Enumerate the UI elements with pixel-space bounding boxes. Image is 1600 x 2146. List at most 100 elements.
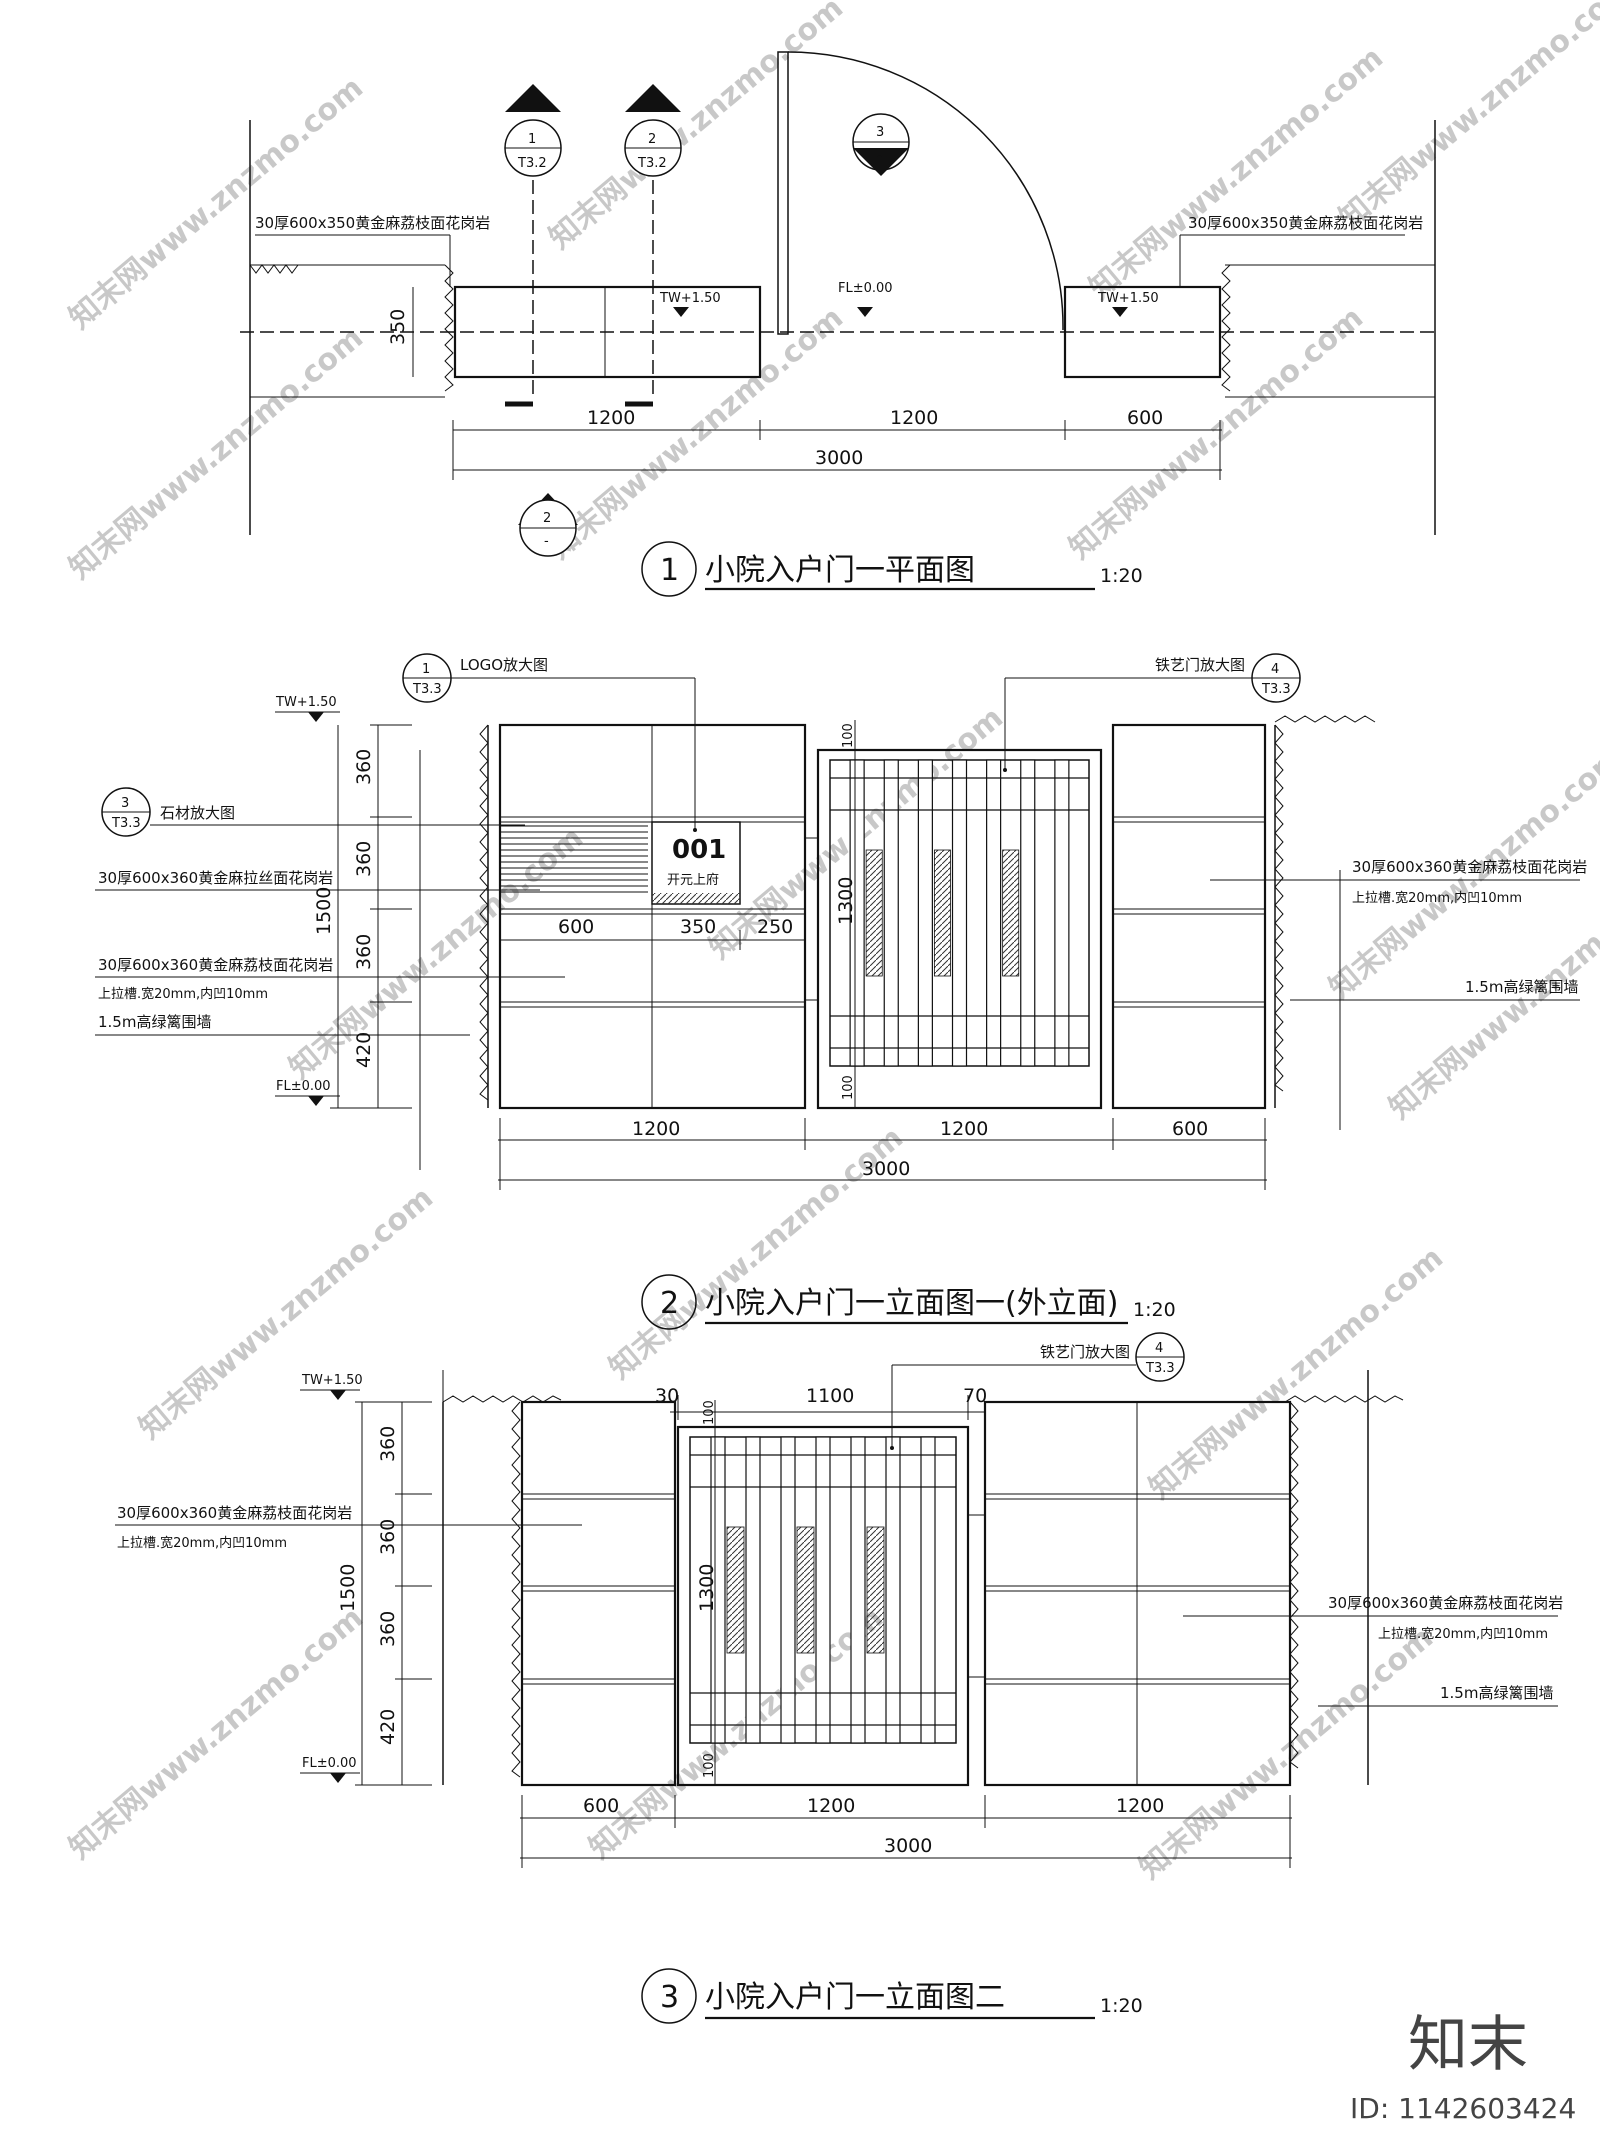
plan-dim-2: 1200 xyxy=(890,407,938,429)
logo-callout[interactable]: 1 T3.3 LOGO放大图 xyxy=(402,653,697,832)
sign-dim-3: 250 xyxy=(757,916,793,938)
elev2-top-dim-3: 70 xyxy=(963,1385,987,1407)
level-mark-icon xyxy=(330,1390,346,1400)
watermark-text: 知末网www.znzmo.com xyxy=(283,820,590,1086)
elev2-dim-total: 3000 xyxy=(884,1835,932,1857)
elev2-title-num: 3 xyxy=(660,1980,679,2015)
elev2-gate-dim-3: 100 xyxy=(702,1753,717,1778)
watermark-text: 知末网www.znzmo.com xyxy=(1063,300,1370,566)
elev2-title: 小院入户门一立面图二 xyxy=(705,1980,1005,2015)
logo-ref-num: 1 xyxy=(422,662,430,677)
elev2-note-right-3: 1.5m高绿篱围墙 xyxy=(1440,1684,1553,1702)
level-mark-icon xyxy=(1112,307,1128,317)
plan-tw-left: TW+1.50 xyxy=(659,291,721,306)
watermark-text: 知末网www.znzmo.com xyxy=(63,1600,370,1866)
level-mark-icon xyxy=(308,712,324,722)
gate-panel xyxy=(865,849,883,977)
elev2-note-right-1: 30厚600x360黄金麻荔枝面花岗岩 xyxy=(1328,1594,1563,1612)
section-2-num: 2 xyxy=(648,132,656,147)
section-marker-2[interactable]: 2 T3.2 xyxy=(624,84,682,177)
elevation-1: 001 开元上府 600 350 250 TW+1.50 FL±0.00 xyxy=(95,653,1587,1330)
elev1-note-left-1: 30厚600x360黄金麻拉丝面花岗岩 xyxy=(98,869,333,887)
sign-dim-2: 350 xyxy=(680,916,716,938)
gate-bar xyxy=(850,1436,866,1744)
gate-panel xyxy=(726,1526,745,1654)
elev1-vdim-4: 420 xyxy=(353,1032,375,1068)
view-marker-2[interactable]: 2 - xyxy=(518,493,578,557)
section-3-num: 3 xyxy=(876,125,884,140)
elev1-gate-dim-1: 100 xyxy=(841,723,856,748)
plan-note-right: 30厚600x350黄金麻荔枝面花岗岩 xyxy=(1188,214,1423,232)
gate1-ref-sheet: T3.3 xyxy=(1261,682,1291,697)
gate-bar xyxy=(815,1436,831,1744)
watermark-text: 知末网www.znzmo.com xyxy=(1133,1620,1440,1886)
elev2-note-left-1: 30厚600x360黄金麻荔枝面花岗岩 xyxy=(117,1504,352,1522)
gate-bar xyxy=(885,1436,901,1744)
level-mark-icon xyxy=(330,1773,346,1783)
gate-bar xyxy=(1054,759,1070,1067)
gate-panel xyxy=(796,1526,815,1654)
gate-bar xyxy=(745,1436,761,1744)
elev1-tw: TW+1.50 xyxy=(275,695,337,710)
gate-bar xyxy=(917,759,933,1067)
elev2-vdim-4: 420 xyxy=(377,1709,399,1745)
plan-dim-1: 1200 xyxy=(587,407,635,429)
gate-panel xyxy=(866,1526,885,1654)
gate-bar xyxy=(780,1436,796,1744)
sign-number: 001 xyxy=(672,835,726,865)
plan-dim-total: 3000 xyxy=(815,447,863,469)
elev1-dim-3: 600 xyxy=(1172,1118,1208,1140)
brand-id: ID: 1142603424 xyxy=(1350,2092,1576,2125)
stone-callout[interactable]: 3 T3.3 石材放大图 xyxy=(101,787,525,837)
elev1-vdim-2: 360 xyxy=(353,841,375,877)
elev2-note-right-2: 上拉槽.宽20mm,内凹10mm xyxy=(1378,1626,1548,1642)
level-mark-icon xyxy=(857,307,873,317)
gate1-ref-num: 4 xyxy=(1271,662,1279,677)
watermark-text: 知末网www.znzmo.com xyxy=(63,320,370,586)
elev1-note-right-2: 上拉槽.宽20mm,内凹10mm xyxy=(1352,890,1522,906)
elev1-title-num: 2 xyxy=(660,1286,679,1321)
elev1-note-left-2: 30厚600x360黄金麻荔枝面花岗岩 xyxy=(98,956,333,974)
plan-fl: FL±0.00 xyxy=(838,281,893,296)
elev2-vtotal: 1500 xyxy=(337,1564,359,1612)
gate-bar xyxy=(986,759,1002,1067)
brushed-stone-panel xyxy=(500,825,648,893)
section-marker-3[interactable]: 3 - xyxy=(852,113,910,176)
plan-dim-3: 600 xyxy=(1127,407,1163,429)
section-2-ref: T3.2 xyxy=(637,156,667,171)
section-1-num: 1 xyxy=(528,132,536,147)
iron-gate-bars xyxy=(690,1436,956,1744)
plan-tw-right: TW+1.50 xyxy=(1097,291,1159,306)
plan-view: TW+1.50 FL±0.00 TW+1.50 30厚600x350黄金麻荔枝面… xyxy=(240,51,1440,597)
elev2-tw: TW+1.50 xyxy=(301,1373,363,1388)
elev1-dim-total: 3000 xyxy=(862,1158,910,1180)
elev2-note-left-2: 上拉槽.宽20mm,内凹10mm xyxy=(117,1535,287,1551)
elev1-vdim-1: 360 xyxy=(353,749,375,785)
level-mark-icon xyxy=(308,1096,324,1106)
plan-title-num: 1 xyxy=(660,553,679,588)
watermark-text: 知末网www.znzmo.com xyxy=(133,1180,440,1446)
elev2-top-dim-2: 1100 xyxy=(806,1385,854,1407)
gate2-note: 铁艺门放大图 xyxy=(1040,1343,1130,1361)
elev2-top-dim-1: 30 xyxy=(655,1385,679,1407)
gate-callout-2[interactable]: 4 T3.3 铁艺门放大图 xyxy=(890,1332,1185,1450)
gate-panel xyxy=(1002,849,1020,977)
elev2-gate-dim-1: 100 xyxy=(702,1400,717,1425)
gate-bar xyxy=(883,759,899,1067)
watermark-text: 知末网www.znzmo.com xyxy=(1333,0,1600,236)
elev1-dim-1: 1200 xyxy=(632,1118,680,1140)
elev2-scale: 1:20 xyxy=(1100,1995,1143,2017)
logo-ref-sheet: T3.3 xyxy=(412,682,442,697)
sign-text: 开元上府 xyxy=(667,873,719,888)
iron-gate-bars xyxy=(830,759,1089,1067)
plan-dim-depth: 350 xyxy=(387,309,409,345)
gate-callout-1[interactable]: 4 T3.3 铁艺门放大图 xyxy=(1003,653,1301,772)
sign-dim-1: 600 xyxy=(558,916,594,938)
stone-ref-num: 3 xyxy=(121,796,129,811)
elev1-title: 小院入户门一立面图一(外立面) xyxy=(705,1286,1118,1321)
elev1-note-right-1: 30厚600x360黄金麻荔枝面花岗岩 xyxy=(1352,858,1587,876)
plan-note-left: 30厚600x350黄金麻荔枝面花岗岩 xyxy=(255,214,490,232)
section-marker-1[interactable]: 1 T3.2 xyxy=(504,84,562,177)
gate2-ref-num: 4 xyxy=(1155,1341,1163,1356)
